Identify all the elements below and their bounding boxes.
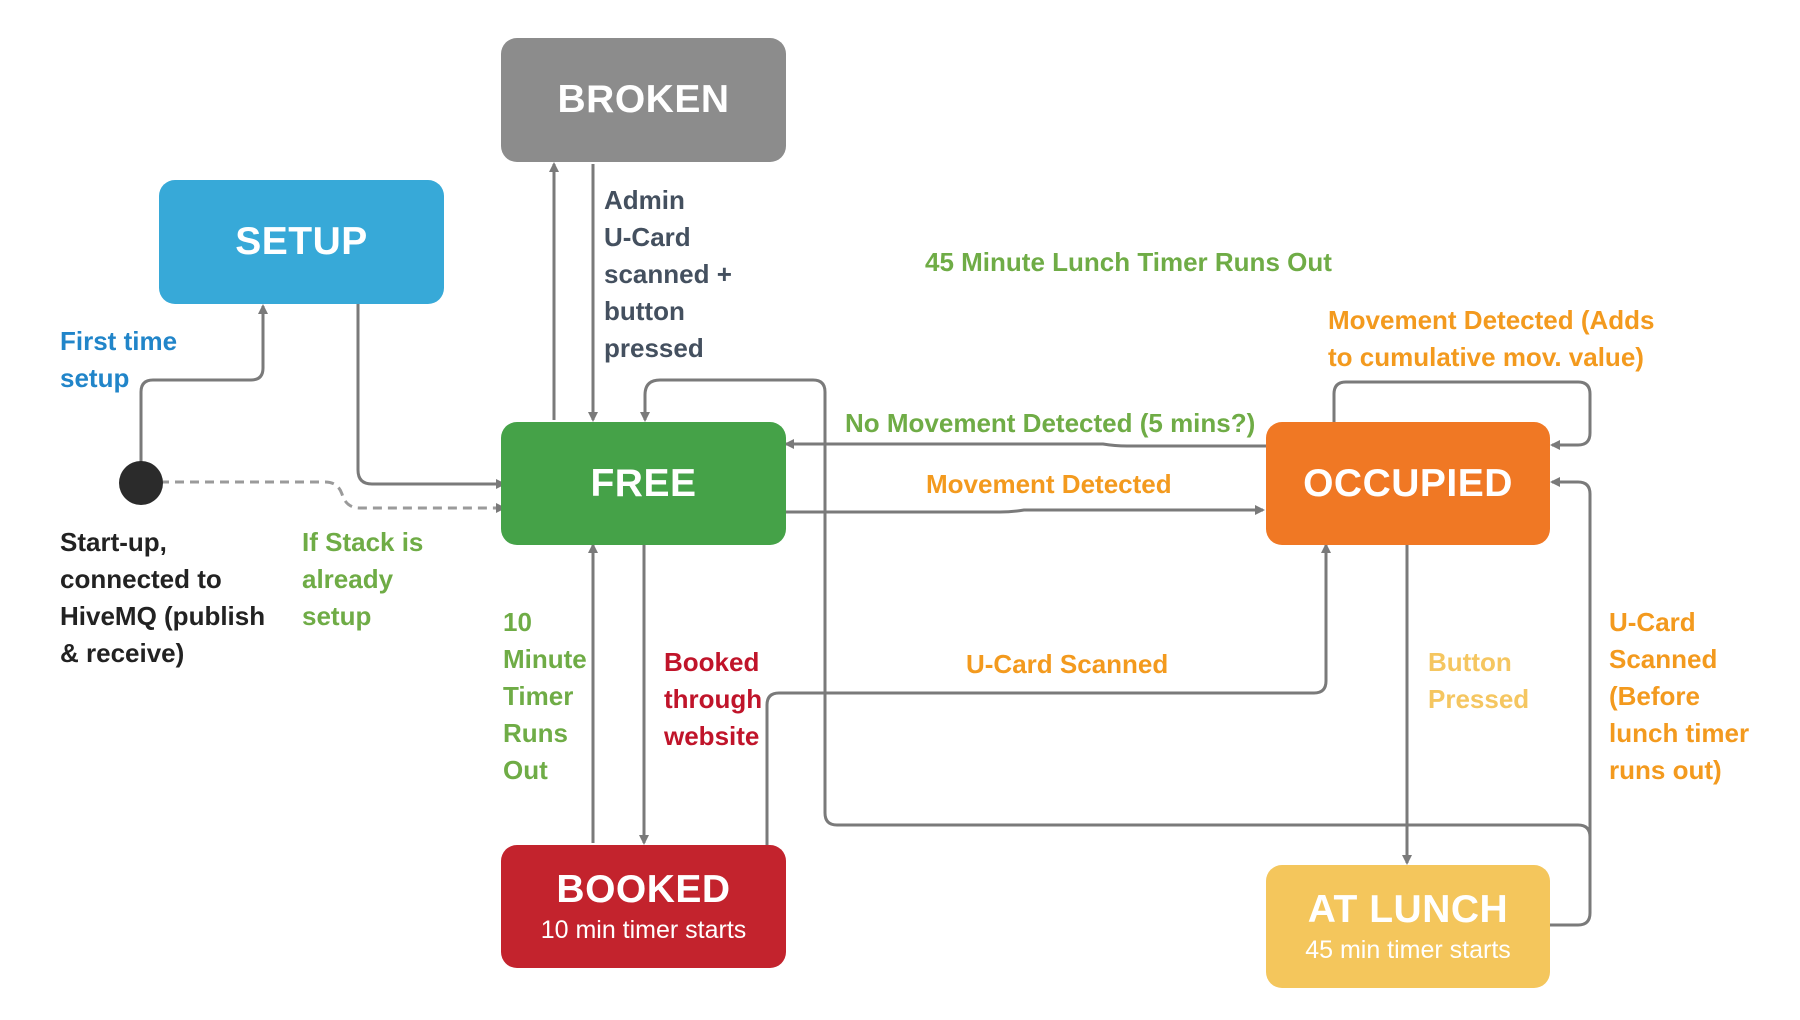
state-broken-title: BROKEN [557,78,730,121]
state-setup-title: SETUP [235,220,368,263]
edge-setup-to-free [356,303,506,489]
label-ucard-scanned: U-Card Scanned [966,649,1169,679]
label-no-movement: No Movement Detected (5 mins?) [845,408,1256,438]
edge-at-lunch-to-occupied [1547,477,1592,927]
edge-start-to-setup [139,304,268,465]
label-lunch-timer-out: 45 Minute Lunch Timer Runs Out [925,247,1332,277]
state-occupied-title: OCCUPIED [1303,461,1513,505]
state-booked-subtitle: 10 min timer starts [540,916,747,944]
edge-occupied-to-free [784,439,1268,449]
state-free: FREE [501,422,786,545]
edge-start-to-free-dashed [160,480,506,513]
edge-booked-to-occupied [765,543,1331,845]
state-at-lunch: AT LUNCH 45 min timer starts [1266,865,1550,988]
start-node-dot [119,461,163,505]
state-booked-title: BOOKED [556,868,731,911]
state-free-title: FREE [590,461,697,505]
state-at-lunch-title: AT LUNCH [1307,888,1509,931]
edge-occupied-self-loop [1332,380,1592,450]
edge-at-lunch-to-free [640,378,1592,838]
state-occupied: OCCUPIED [1266,422,1550,545]
label-startup: Start-up,connected to HiveMQ (publish& r… [60,527,266,668]
state-setup: SETUP [159,180,444,304]
state-broken: BROKEN [501,38,786,162]
label-movement-detected: Movement Detected [926,469,1172,499]
state-at-lunch-subtitle: 45 min timer starts [1305,936,1511,964]
state-booked: BOOKED 10 min timer starts [501,845,786,968]
edge-free-to-occupied [786,505,1265,515]
